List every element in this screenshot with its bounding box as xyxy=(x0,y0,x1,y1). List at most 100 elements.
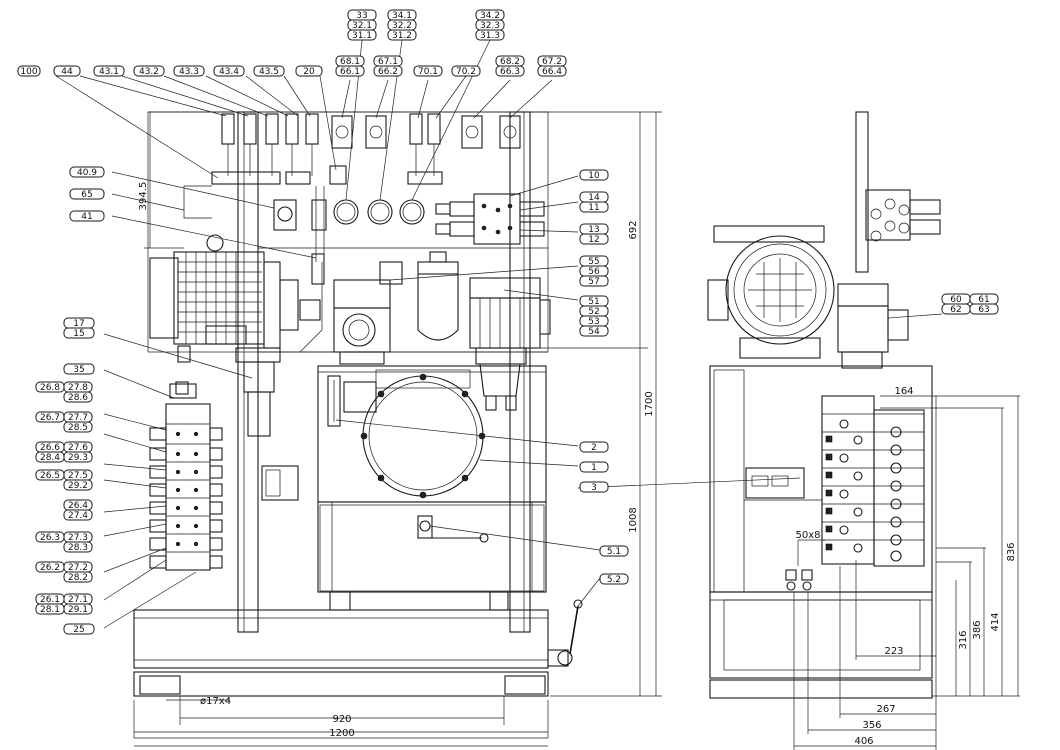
callout-100: 100 xyxy=(20,67,37,77)
dim-406: 406 xyxy=(854,736,873,747)
callout-28-1: 28.1 xyxy=(40,605,60,615)
dimension-lines xyxy=(133,111,1020,750)
dim-1008: 1008 xyxy=(628,507,639,532)
callout-27-6: 27.6 xyxy=(68,443,88,453)
dim-267: 267 xyxy=(876,704,895,715)
callout-28-6: 28.6 xyxy=(68,393,88,403)
dim-692: 692 xyxy=(628,220,639,239)
callout-33: 33 xyxy=(356,11,367,21)
callout-55: 55 xyxy=(588,257,599,267)
dim-50x8: 50x8 xyxy=(795,530,820,541)
callout-29-3: 29.3 xyxy=(68,453,88,463)
callout-labels: 100 44 43.1 43.2 43.3 43.4 43.5 20 68.1 … xyxy=(17,9,999,635)
callout-31-1: 31.1 xyxy=(352,31,372,41)
dimension-text: 394.5 692 1700 1008 ø17x4 920 1200 164 5… xyxy=(138,182,1017,747)
front-view xyxy=(133,111,583,747)
dim-1200: 1200 xyxy=(329,728,354,739)
callout-5-2: 5.2 xyxy=(607,575,621,585)
callout-35: 35 xyxy=(73,365,84,375)
callout-34-2: 34.2 xyxy=(480,11,500,21)
callout-27-4: 27.4 xyxy=(68,511,88,521)
callout-66-4: 66.4 xyxy=(542,67,562,77)
callout-40-9: 40.9 xyxy=(77,168,97,178)
callout-53: 53 xyxy=(588,317,599,327)
callout-65: 65 xyxy=(81,190,92,200)
callout-28-2: 28.2 xyxy=(68,573,88,583)
callout-31-3: 31.3 xyxy=(480,31,500,41)
dim-386: 386 xyxy=(972,620,983,639)
callout-27-2: 27.2 xyxy=(68,563,88,573)
callout-62: 62 xyxy=(950,305,961,315)
callout-26-1: 26.1 xyxy=(40,595,60,605)
dim-356: 356 xyxy=(862,720,881,731)
callout-27-3: 27.3 xyxy=(68,533,88,543)
callout-32-1: 32.1 xyxy=(352,21,372,31)
dim-394-5: 394.5 xyxy=(138,182,149,211)
callout-43-1: 43.1 xyxy=(99,67,119,77)
dim-920: 920 xyxy=(332,714,351,725)
leader-lines xyxy=(55,39,943,629)
callout-43-5: 43.5 xyxy=(259,67,279,77)
callout-52: 52 xyxy=(588,307,599,317)
callout-28-5: 28.5 xyxy=(68,423,88,433)
callout-29-1: 29.1 xyxy=(68,605,88,615)
dim-316: 316 xyxy=(958,630,969,649)
dim-1700: 1700 xyxy=(644,391,655,416)
callout-29-2: 29.2 xyxy=(68,481,88,491)
callout-13: 13 xyxy=(588,225,599,235)
callout-31-2: 31.2 xyxy=(392,31,412,41)
callout-26-2: 26.2 xyxy=(40,563,60,573)
callout-26-4: 26.4 xyxy=(68,501,88,511)
callout-27-8: 27.8 xyxy=(68,383,88,393)
side-view xyxy=(707,111,941,699)
callout-68-2: 68.2 xyxy=(500,57,520,67)
callout-32-3: 32.3 xyxy=(480,21,500,31)
callout-66-1: 66.1 xyxy=(340,67,360,77)
callout-26-7: 26.7 xyxy=(40,413,60,423)
callout-26-3: 26.3 xyxy=(40,533,60,543)
callout-63: 63 xyxy=(978,305,989,315)
callout-26-5: 26.5 xyxy=(40,471,60,481)
callout-66-2: 66.2 xyxy=(378,67,398,77)
callout-67-1: 67.1 xyxy=(378,57,398,67)
dim-164: 164 xyxy=(894,386,913,397)
callout-27-5: 27.5 xyxy=(68,471,88,481)
callout-43-2: 43.2 xyxy=(139,67,159,77)
callout-1: 1 xyxy=(591,463,597,473)
callout-27-1: 27.1 xyxy=(68,595,88,605)
callout-51: 51 xyxy=(588,297,599,307)
callout-26-6: 26.6 xyxy=(40,443,60,453)
callout-2: 2 xyxy=(591,443,597,453)
callout-11: 11 xyxy=(588,203,599,213)
dim-836: 836 xyxy=(1006,542,1017,561)
callout-44: 44 xyxy=(61,67,73,77)
callout-3: 3 xyxy=(591,483,597,493)
callout-61: 61 xyxy=(978,295,989,305)
callout-54: 54 xyxy=(588,327,600,337)
callout-26-8: 26.8 xyxy=(40,383,60,393)
callout-57: 57 xyxy=(588,277,599,287)
callout-25: 25 xyxy=(73,625,84,635)
callout-17: 17 xyxy=(73,319,84,329)
dim-223: 223 xyxy=(884,646,903,657)
callout-32-2: 32.2 xyxy=(392,21,412,31)
callout-43-3: 43.3 xyxy=(179,67,199,77)
callout-28-4: 28.4 xyxy=(40,453,60,463)
callout-67-2: 67.2 xyxy=(542,57,562,67)
callout-28-3: 28.3 xyxy=(68,543,88,553)
callout-70-2: 70.2 xyxy=(456,67,476,77)
callout-20: 20 xyxy=(303,67,315,77)
callout-66-3: 66.3 xyxy=(500,67,520,77)
dim-414: 414 xyxy=(990,612,1001,631)
callout-70-1: 70.1 xyxy=(418,67,438,77)
callout-60: 60 xyxy=(950,295,962,305)
callout-68-1: 68.1 xyxy=(340,57,360,67)
callout-34-1: 34.1 xyxy=(392,11,412,21)
callout-41: 41 xyxy=(81,212,92,222)
callout-15: 15 xyxy=(73,329,84,339)
callout-12: 12 xyxy=(588,235,599,245)
callout-56: 56 xyxy=(588,267,600,277)
callout-27-7: 27.7 xyxy=(68,413,88,423)
callout-10: 10 xyxy=(588,171,600,181)
